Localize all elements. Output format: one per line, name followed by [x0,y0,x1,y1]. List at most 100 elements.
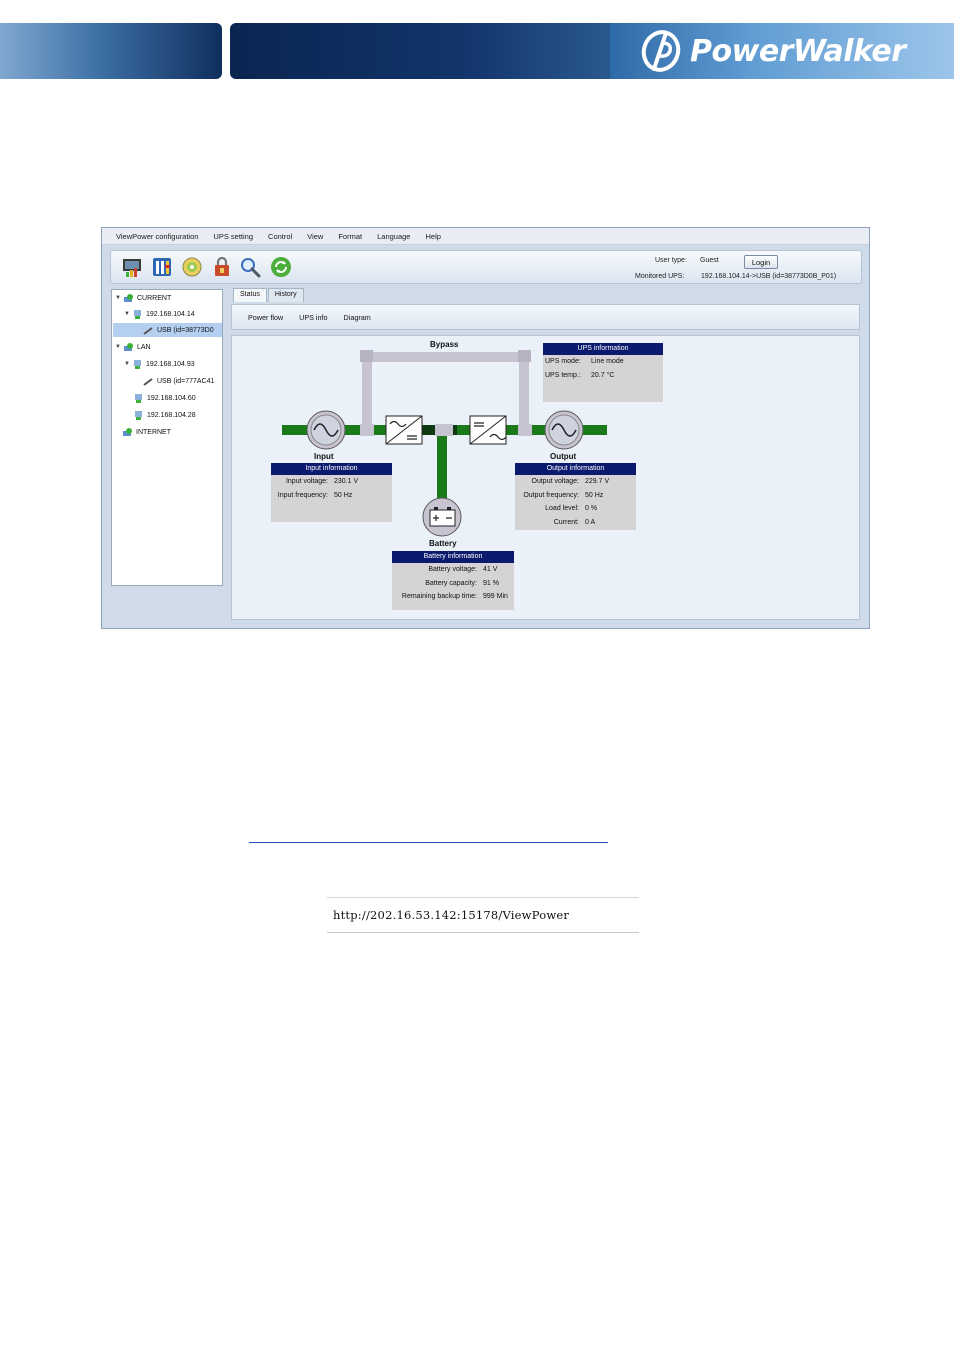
device-tree: ▼ CURRENT ▼ 192.168.104.14 USB (id=38773… [111,289,223,586]
bypass-joint [518,350,531,362]
expand-arrow-icon[interactable]: ▼ [115,295,121,301]
computer-icon [134,359,141,369]
output-voltage-label: Output voltage: [531,478,579,485]
monitor-icon[interactable] [121,256,143,278]
login-button[interactable]: Login [744,255,778,269]
tree-item-host-lan-3[interactable]: 192.168.104.28 [133,408,196,422]
tree-item-usb-lan-1[interactable]: USB (id=777AC41 [143,374,214,388]
expand-arrow-icon[interactable]: ▼ [124,361,130,367]
subtab-ups-info[interactable]: UPS info [299,312,328,322]
menu-ups-setting[interactable]: UPS setting [213,231,254,241]
settings-icon[interactable] [151,256,173,278]
tree-label: 192.168.104.60 [147,394,196,402]
tree-label: USB (id=38773D0 [157,326,214,334]
output-label: Output [550,452,577,461]
menu-format[interactable]: Format [338,231,363,241]
battery-info-box: Battery information Battery voltage: 41 … [392,551,514,610]
input-voltage-label: Input voltage: [285,478,328,485]
refresh-icon[interactable] [270,256,292,278]
user-type-label: User type: [655,257,687,264]
battery-label: Battery [429,539,457,548]
usb-icon [143,326,153,335]
tab-status[interactable]: Status [233,288,267,302]
network-icon [124,342,133,351]
ups-info-box: UPS information UPS mode: Line mode UPS … [543,343,663,402]
menu-view[interactable]: View [307,231,324,241]
info-row: Battery capacity: 91 % [392,577,514,591]
header-banner-middle [230,23,620,79]
info-row: UPS mode: Line mode [543,355,663,369]
bypass-left-line [362,352,372,434]
tree-item-usb-current[interactable]: USB (id=38773D0 [113,323,222,337]
info-row: Load level: 0 % [515,502,636,516]
info-row: Input frequency: 50 Hz [271,489,392,503]
current-value: 0 A [585,518,596,526]
tree-item-lan[interactable]: ▼ LAN [115,340,151,354]
info-row: Output voltage: 229.7 V [515,475,636,489]
battery-info-title: Battery information [392,551,514,563]
bus-joint [435,424,453,436]
input-frequency-label: Input frequency: [277,491,328,499]
menu-control[interactable]: Control [268,231,293,241]
battery-line [437,430,447,500]
sub-tabs: Power flow UPS info Diagram [231,304,860,330]
current-label: Current: [553,518,579,526]
toolbar: User type: Guest Login Monitored UPS: 19… [110,250,862,284]
browser-address-bar[interactable]: http://202.16.53.142:15178/ViewPower [327,897,639,933]
viewpower-window: ViewPower configuration UPS setting Cont… [101,227,870,629]
input-label: Input [314,452,334,461]
main-tabs: Status History [233,288,305,302]
hyperlink-underline[interactable] [249,842,608,843]
info-row: Current: 0 A [515,516,636,530]
tree-label: LAN [137,343,151,351]
output-frequency-label: Output frequency: [523,491,579,499]
load-level-value: 0 % [585,505,598,512]
tree-item-current[interactable]: ▼ CURRENT [115,291,171,305]
menu-language[interactable]: Language [377,231,411,241]
bypass-line [362,352,527,362]
expand-arrow-icon[interactable]: ▼ [115,344,121,350]
tree-label: 192.168.104.14 [146,310,195,318]
tab-history[interactable]: History [267,288,304,302]
user-type-value: Guest [700,257,719,264]
input-voltage-value: 230.1 V [334,478,359,485]
menu-viewpower-configuration[interactable]: ViewPower configuration [116,231,199,241]
tree-item-internet[interactable]: INTERNET [122,425,171,439]
input-frequency-value: 50 Hz [334,491,353,499]
menu-help[interactable]: Help [425,231,441,241]
input-info-box: Input information Input voltage: 230.1 V… [271,463,392,522]
expand-arrow-icon[interactable]: ▼ [124,311,130,317]
tree-label: 192.168.104.28 [147,411,196,419]
bypass-joint [360,424,374,436]
disc-icon[interactable] [181,256,203,278]
usb-icon [143,377,153,386]
tree-label: INTERNET [136,428,171,436]
subtab-diagram[interactable]: Diagram [343,312,371,322]
battery-capacity-label: Battery capacity: [425,579,477,587]
lock-icon[interactable] [211,256,233,278]
search-icon[interactable] [239,256,261,278]
menu-bar: ViewPower configuration UPS setting Cont… [102,228,869,245]
output-info-box: Output information Output voltage: 229.7… [515,463,636,530]
tree-label: 192.168.104.93 [146,360,195,368]
power-flow-panel: Bypass Input Output Battery UPS informat… [231,335,860,620]
ups-temp-label: UPS temp.: [545,371,581,379]
subtab-power-flow[interactable]: Power flow [248,312,284,322]
power-flow-diagram [282,350,607,537]
bypass-joint [360,350,373,362]
info-row: Remaining backup time: 999 Min [392,590,514,604]
url-text: http://202.16.53.142:15178/ViewPower [333,908,570,922]
backup-time-value: 999 Min [483,593,508,600]
load-level-label: Load level: [545,505,579,512]
monitored-ups-label: Monitored UPS: [635,273,685,280]
output-frequency-value: 50 Hz [585,491,604,499]
input-info-title: Input information [271,463,392,475]
ups-info-title: UPS information [543,343,663,355]
tree-item-host-lan-2[interactable]: 192.168.104.60 [133,391,196,405]
output-voltage-value: 229.7 V [585,478,610,485]
tree-label: CURRENT [137,294,172,302]
info-row: Battery voltage: 41 V [392,563,514,577]
tree-item-host-lan-1[interactable]: ▼ 192.168.104.93 [124,357,195,371]
tree-item-host-current[interactable]: ▼ 192.168.104.14 [124,307,195,321]
network-icon [123,427,132,436]
